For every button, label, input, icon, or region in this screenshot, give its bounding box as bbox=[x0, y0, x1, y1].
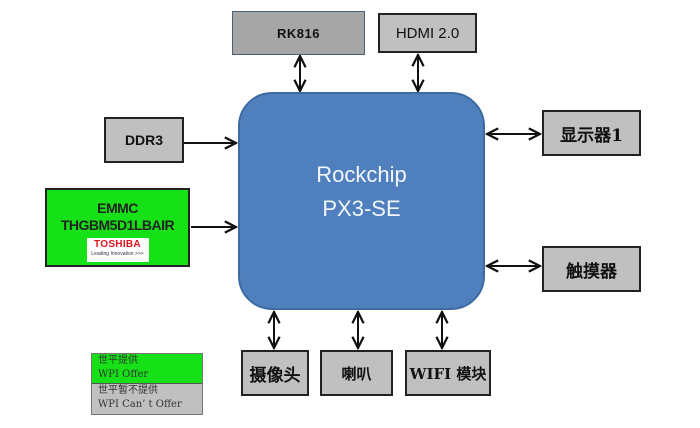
legend-offer-zh: 世平提供 bbox=[98, 355, 138, 366]
block-touch-label: 触摸器 bbox=[566, 261, 617, 282]
block-wifi: WIFI 模块 bbox=[405, 350, 491, 396]
toshiba-logo-tagline: Leading Innovation >>> bbox=[91, 251, 144, 257]
block-emmc: EMMC THGBM5D1LBAIR TOSHIBA Leading Innov… bbox=[45, 188, 190, 267]
block-speaker: 喇叭 bbox=[320, 350, 393, 396]
block-hdmi-label: HDMI 2.0 bbox=[395, 24, 460, 42]
legend-no-offer-en: WPI Can’ t Offer bbox=[98, 399, 182, 410]
legend-offer-en: WPI Offer bbox=[98, 369, 149, 380]
block-emmc-title: EMMC bbox=[97, 200, 138, 216]
block-touch: 触摸器 bbox=[542, 246, 641, 292]
block-ddr3: DDR3 bbox=[104, 117, 184, 163]
toshiba-logo: TOSHIBA Leading Innovation >>> bbox=[86, 238, 149, 262]
block-emmc-part: THGBM5D1LBAIR bbox=[60, 217, 175, 233]
block-display: 显示器1 bbox=[542, 110, 641, 156]
block-rk816: RK816 bbox=[232, 11, 365, 55]
legend-no-offer: 世平暂不提供 WPI Can’ t Offer bbox=[92, 384, 202, 414]
block-rk816-label: RK816 bbox=[277, 25, 320, 41]
toshiba-logo-brand: TOSHIBA bbox=[94, 239, 141, 250]
block-wifi-label: WIFI 模块 bbox=[409, 364, 487, 383]
block-camera-label: 摄像头 bbox=[249, 365, 301, 386]
block-display-label: 显示器1 bbox=[560, 125, 623, 146]
processor-block: Rockchip PX3-SE bbox=[238, 92, 485, 310]
block-hdmi: HDMI 2.0 bbox=[378, 13, 477, 53]
processor-vendor: Rockchip bbox=[316, 162, 407, 187]
legend-offer: 世平提供 WPI Offer bbox=[92, 354, 202, 384]
block-speaker-label: 喇叭 bbox=[341, 364, 372, 383]
legend-no-offer-zh: 世平暂不提供 bbox=[98, 385, 158, 396]
legend: 世平提供 WPI Offer 世平暂不提供 WPI Can’ t Offer bbox=[91, 353, 203, 415]
processor-model: PX3-SE bbox=[322, 196, 401, 221]
block-camera: 摄像头 bbox=[241, 350, 309, 396]
block-ddr3-label: DDR3 bbox=[124, 132, 164, 148]
